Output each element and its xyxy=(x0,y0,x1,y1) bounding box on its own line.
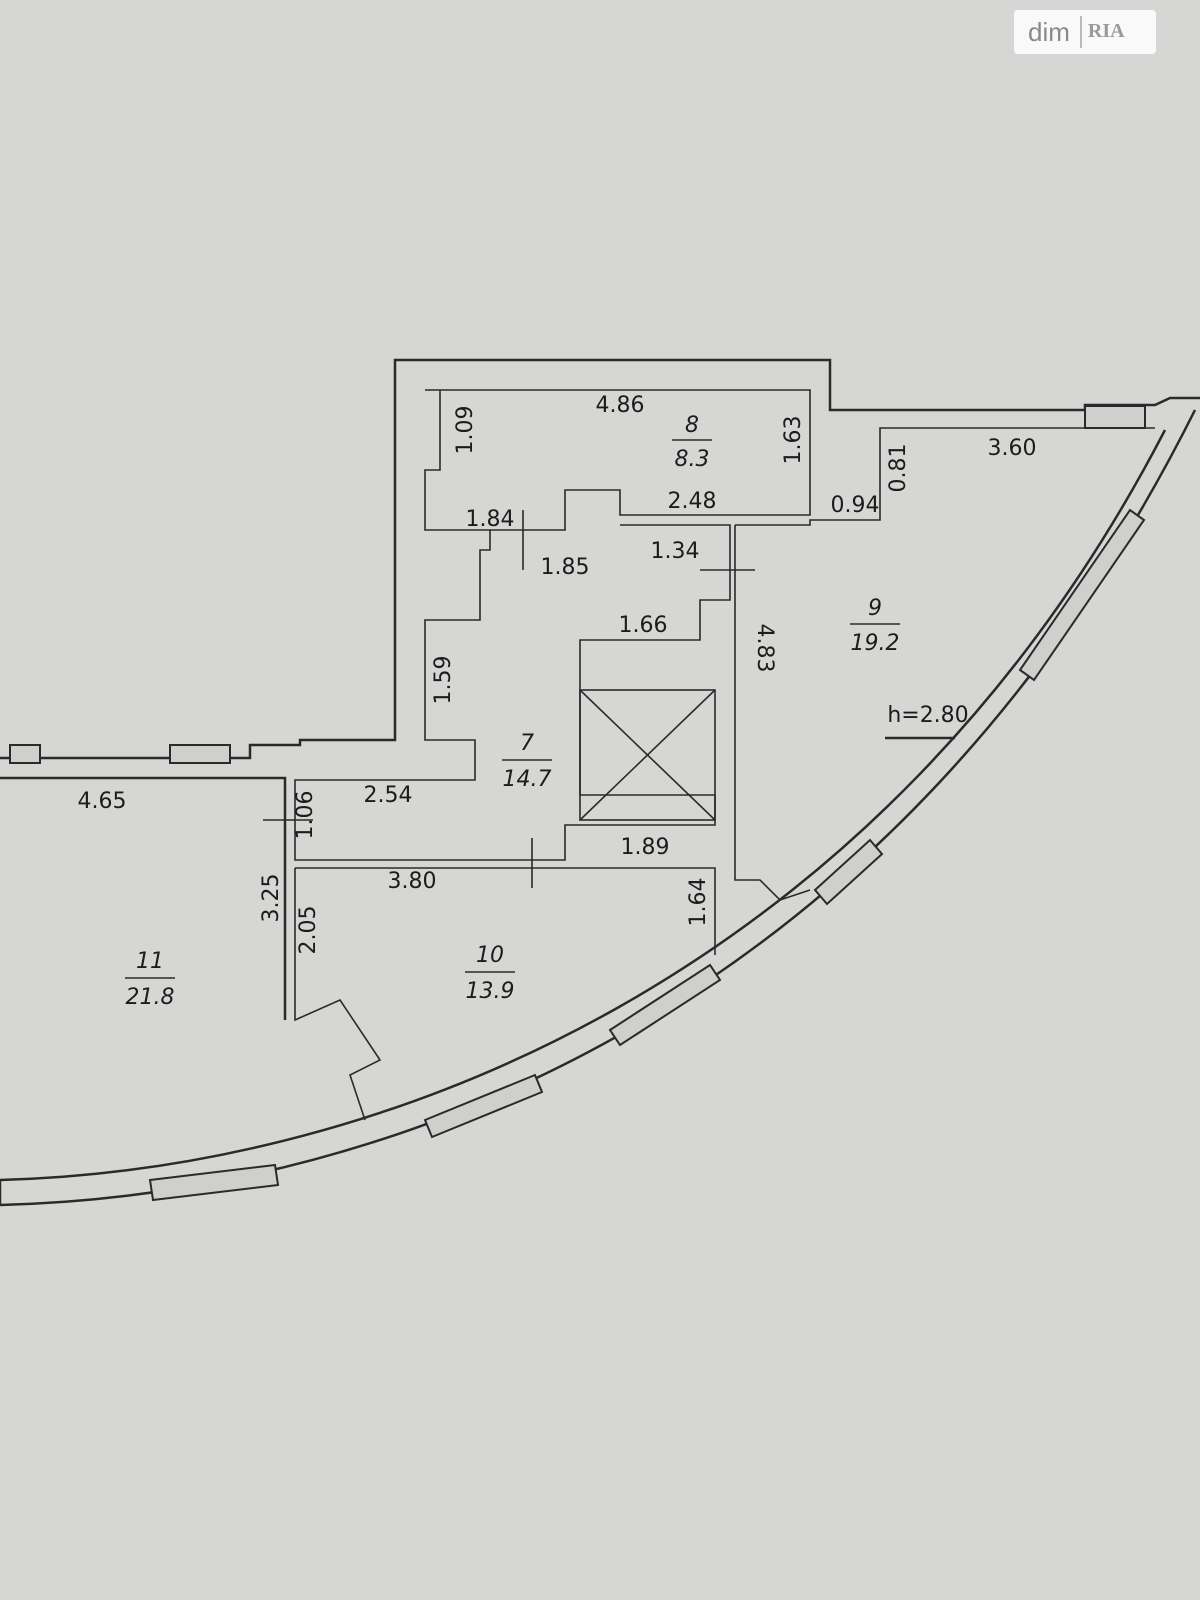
room-8-area: 8.3 xyxy=(675,447,710,472)
ceiling-height: h=2.80 xyxy=(887,703,968,728)
room-labels: 8 8.3 9 19.2 7 14.7 10 13.9 11 21.8 xyxy=(125,413,900,1010)
watermark: dim RIA xyxy=(1014,10,1156,54)
dim-r7-e: 1.59 xyxy=(431,656,456,705)
dim-r10-c: 2.05 xyxy=(296,906,321,955)
dimension-labels: 4.86 1.09 1.63 2.48 1.84 1.85 1.34 1.66 … xyxy=(78,393,1037,954)
dim-r11-top: 4.65 xyxy=(78,789,127,814)
room-10-area: 13.9 xyxy=(466,979,515,1004)
room-7-number: 7 xyxy=(520,731,534,756)
dim-r9-top: 3.60 xyxy=(988,436,1037,461)
ria-logo-icon: RIA xyxy=(1079,16,1138,48)
dim-r7-a: 1.84 xyxy=(466,507,515,532)
dim-r7-b: 1.85 xyxy=(541,555,590,580)
room-9-area: 19.2 xyxy=(851,631,900,656)
dim-r11-a: 3.25 xyxy=(259,874,284,923)
room-11-area: 21.8 xyxy=(126,985,175,1010)
dim-r10-b: 1.64 xyxy=(686,878,711,927)
dim-r8-left: 1.09 xyxy=(453,406,478,455)
watermark-logo-text: RIA xyxy=(1087,20,1125,42)
room-11-number: 11 xyxy=(136,949,164,974)
dim-r7-c: 1.34 xyxy=(651,539,700,564)
dim-r10-a: 1.89 xyxy=(621,835,670,860)
room-10-number: 10 xyxy=(476,943,504,968)
walls xyxy=(0,358,1200,1207)
room-9-number: 9 xyxy=(868,596,882,621)
room-7-area: 14.7 xyxy=(503,767,552,792)
dim-r7-f: 2.54 xyxy=(364,783,413,808)
dim-r8-top: 4.86 xyxy=(596,393,645,418)
watermark-text: dim xyxy=(1028,16,1070,47)
dim-r9-c: 4.83 xyxy=(752,624,777,673)
dim-r9-a: 0.81 xyxy=(886,444,911,493)
dim-r8-right: 1.63 xyxy=(781,416,806,465)
dim-r8-bottom: 2.48 xyxy=(668,489,717,514)
dim-r9-b: 0.94 xyxy=(831,493,880,518)
windows xyxy=(9,405,1146,1202)
dim-r7-g: 1.06 xyxy=(293,791,318,840)
dim-r10-top: 3.80 xyxy=(388,869,437,894)
dim-r7-d: 1.66 xyxy=(619,613,668,638)
room-8-number: 8 xyxy=(685,413,699,438)
